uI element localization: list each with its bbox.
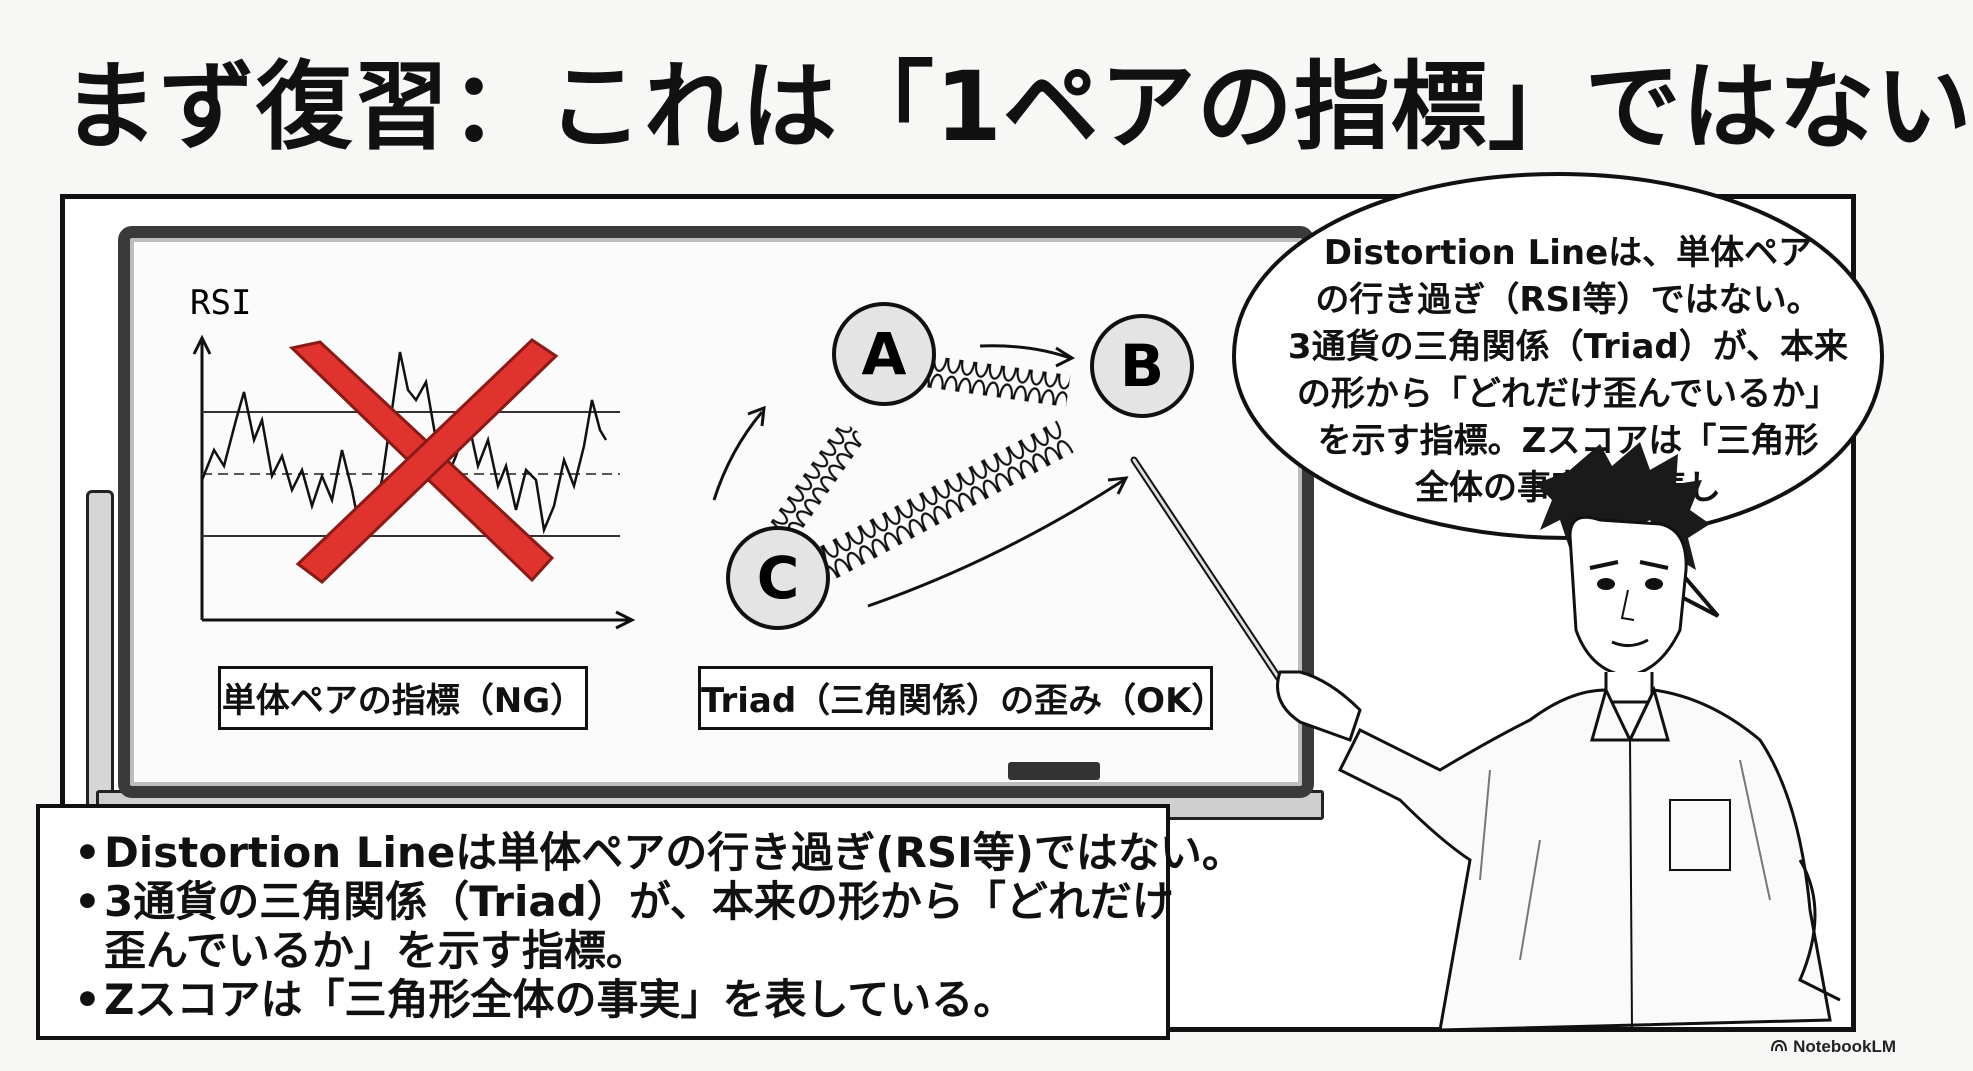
bullet-item: • 3通貨の三角関係（Triad）が、本来の形から「どれだけ 歪んでいるか」を示… xyxy=(70,877,1174,975)
caption-triad: Triad（三角関係）の歪み（OK） xyxy=(698,666,1225,730)
svg-text:A: A xyxy=(862,320,907,388)
bubble-line: 3通貨の三角関係（Triad）が、本来 xyxy=(1287,327,1849,367)
bullet-item: • Distortion Lineは単体ペアの行き過ぎ(RSI等)ではない。 xyxy=(70,828,1244,877)
node-b: B xyxy=(1090,314,1194,418)
bullet-dot: • xyxy=(74,877,101,926)
shirt-pocket xyxy=(1669,799,1731,871)
bullet-text-continued: 歪んでいるか」を示す指標。 xyxy=(104,926,648,975)
speech-bubble-text: Distortion Lineは、単体ペア の行き過ぎ（RSI等）ではない。 3… xyxy=(1268,230,1868,512)
summary-bullets: • Distortion Lineは単体ペアの行き過ぎ(RSI等)ではない。 •… xyxy=(36,804,1244,1040)
bubble-line: の形から「どれだけ歪んでいるか」 xyxy=(1296,374,1840,414)
pointer-stick xyxy=(1130,456,1284,684)
rsi-label: RSI xyxy=(190,283,251,323)
bullet-text: Zスコアは「三角形全体の事実」を表している。 xyxy=(104,975,1016,1024)
svg-text:B: B xyxy=(1120,332,1164,400)
bullet-item: • Zスコアは「三角形全体の事実」を表している。 xyxy=(70,975,1142,1024)
hand xyxy=(1276,670,1362,742)
bullet-dot: • xyxy=(74,828,101,877)
face xyxy=(1568,515,1688,678)
node-a: A xyxy=(832,302,936,406)
rsi-chart: RSI xyxy=(190,283,636,630)
bubble-line: Distortion Lineは、単体ペア xyxy=(1323,233,1813,273)
eraser xyxy=(1008,762,1100,780)
footer-brand: NotebookLM xyxy=(1771,1037,1896,1057)
bullet-text: Distortion Lineは単体ペアの行き過ぎ(RSI等)ではない。 xyxy=(104,828,1244,877)
bullet-dot: • xyxy=(74,975,101,1024)
triad-diagram: A B C xyxy=(712,302,1194,630)
svg-text:C: C xyxy=(757,544,800,612)
node-c: C xyxy=(726,526,830,630)
footer-brand-label: NotebookLM xyxy=(1793,1037,1896,1056)
whiteboard-stand-left xyxy=(86,490,114,816)
bubble-line: を示す指標。Zスコアは「三角形 xyxy=(1317,421,1819,461)
caption-single-pair: 単体ペアの指標（NG） xyxy=(218,666,588,730)
bubble-line: の行き過ぎ（RSI等）ではない。 xyxy=(1315,280,1821,320)
bullet-text: 3通貨の三角関係（Triad）が、本来の形から「どれだけ xyxy=(104,877,1174,926)
page-title: まず復習：これは「1ペアの指標」ではない xyxy=(62,51,1973,163)
spring-c-b xyxy=(809,420,1074,584)
motion-arrows xyxy=(712,344,1129,608)
notebooklm-logo-icon xyxy=(1771,1037,1788,1057)
presenter-illustration xyxy=(1130,442,1841,1032)
rsi-line xyxy=(200,351,608,545)
shirt xyxy=(1337,688,1832,1032)
spring-a-c xyxy=(755,420,867,561)
cross-mark xyxy=(288,338,559,584)
